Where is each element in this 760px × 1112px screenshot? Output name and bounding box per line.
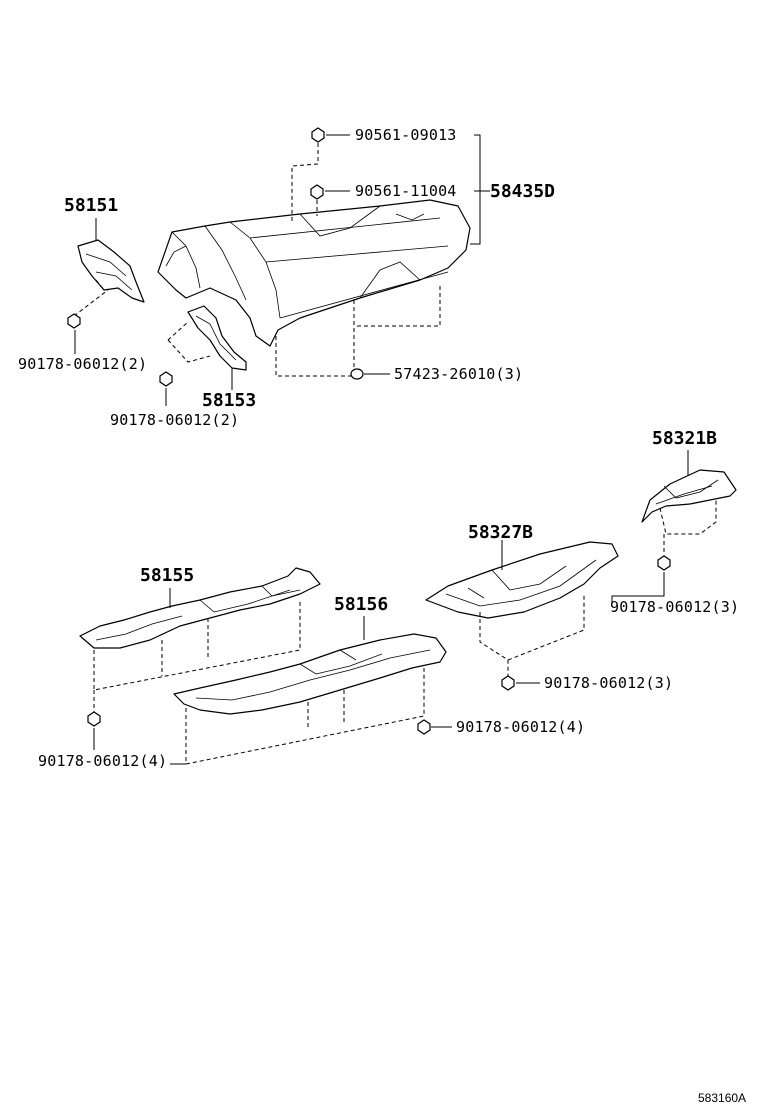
label-58155: 58155 bbox=[140, 565, 194, 586]
label-58327b: 58327B bbox=[468, 522, 533, 543]
clip-57423-26010[interactable] bbox=[350, 368, 364, 380]
bolt-90178-06012-58156[interactable] bbox=[417, 719, 431, 735]
label-58153: 58153 bbox=[202, 390, 256, 411]
label-90178-06012-3a: 90178-06012(3) bbox=[610, 598, 739, 616]
label-58435d: 58435D bbox=[490, 181, 555, 202]
bolt-90178-06012-58327b[interactable] bbox=[501, 675, 515, 691]
heat-insulator-58153[interactable] bbox=[187, 305, 247, 371]
label-57423-26010: 57423-26010(3) bbox=[394, 365, 523, 383]
heat-insulator-58155[interactable] bbox=[79, 567, 321, 649]
figure-id: 583160A bbox=[698, 1091, 746, 1105]
bolt-90178-06012-58321b[interactable] bbox=[657, 555, 671, 571]
label-90178-06012-2a: 90178-06012(2) bbox=[18, 355, 147, 373]
nut-90561-09013[interactable] bbox=[311, 127, 325, 143]
label-58321b: 58321B bbox=[652, 428, 717, 449]
label-90561-09013: 90561-09013 bbox=[355, 126, 457, 144]
label-58151: 58151 bbox=[64, 195, 118, 216]
heat-insulator-58151[interactable] bbox=[77, 239, 145, 303]
bolt-90178-06012-58151[interactable] bbox=[67, 313, 81, 329]
bolt-90178-06012-58155[interactable] bbox=[87, 711, 101, 727]
nut-90561-11004[interactable] bbox=[310, 184, 324, 200]
heat-insulator-58321b[interactable] bbox=[641, 469, 737, 523]
label-90178-06012-4a: 90178-06012(4) bbox=[38, 752, 167, 770]
label-90561-11004: 90561-11004 bbox=[355, 182, 457, 200]
heat-insulator-58327b[interactable] bbox=[425, 541, 619, 619]
label-90178-06012-2b: 90178-06012(2) bbox=[110, 411, 239, 429]
heat-insulator-58435d[interactable] bbox=[157, 199, 471, 347]
heat-insulator-58156[interactable] bbox=[173, 633, 447, 715]
label-90178-06012-4b: 90178-06012(4) bbox=[456, 718, 585, 736]
bolt-90178-06012-58153[interactable] bbox=[159, 371, 173, 387]
label-90178-06012-3b: 90178-06012(3) bbox=[544, 674, 673, 692]
label-58156: 58156 bbox=[334, 594, 388, 615]
